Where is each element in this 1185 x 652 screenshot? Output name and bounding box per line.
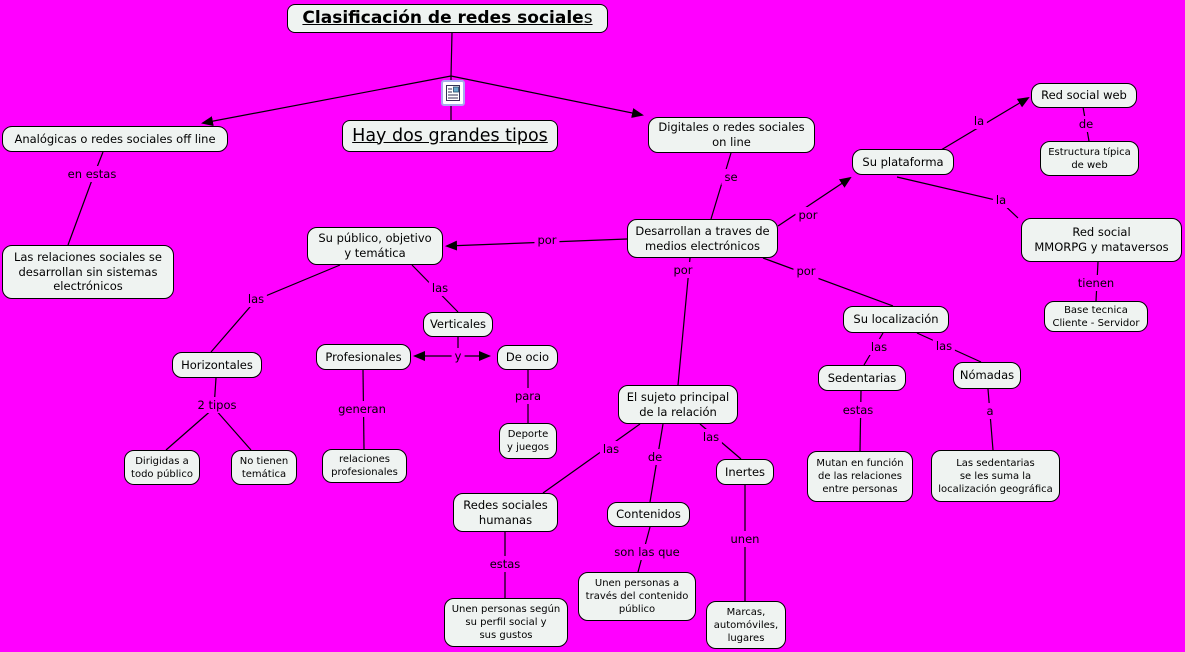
title-main-text: Clasificación de redes sociale — [302, 8, 584, 29]
edge-label-las-sedentarias[interactable]: las — [867, 339, 891, 355]
node-nomadas[interactable]: Nómadas — [953, 362, 1021, 389]
node-marcas-automoviles[interactable]: Marcas, automóviles, lugares — [706, 601, 786, 649]
node-su-plataforma[interactable]: Su plataforma — [852, 149, 954, 175]
edge-label-la-mmorpg[interactable]: la — [992, 192, 1010, 208]
edge-label-estas-humanas[interactable]: estas — [486, 556, 524, 572]
edge-label-las-verticales[interactable]: las — [428, 280, 452, 296]
edge-label-por-sujeto[interactable]: por — [670, 262, 696, 278]
node-desarrollan-medios[interactable]: Desarrollan a traves de medios electróni… — [627, 219, 778, 258]
edge-label-generan[interactable]: generan — [335, 401, 389, 417]
node-inertes[interactable]: Inertes — [716, 459, 774, 485]
resource-document-icon[interactable] — [441, 80, 465, 106]
edge-label-por-localizacion[interactable]: por — [793, 263, 819, 279]
node-unen-contenido[interactable]: Unen personas a través del contenido púb… — [578, 572, 696, 621]
edge-label-las-humanas[interactable]: las — [599, 441, 623, 457]
edge-label-2-tipos[interactable]: 2 tipos — [194, 397, 240, 413]
node-sedentarias-localizacion[interactable]: Las sedentarias se les suma la localizac… — [931, 450, 1060, 502]
node-base-tecnica[interactable]: Base tecnica Cliente - Servidor — [1044, 301, 1148, 332]
hay-dos-tipos-text: Hay dos grandes tipos — [352, 125, 548, 146]
edge-label-estas-sedentarias[interactable]: estas — [839, 402, 877, 418]
node-no-tienen-tematica[interactable]: No tienen temática — [231, 450, 297, 485]
edge-label-son-las-que[interactable]: son las que — [611, 544, 683, 560]
node-relaciones-profesionales[interactable]: relaciones profesionales — [322, 449, 407, 483]
title-suffix-text: s — [583, 8, 593, 29]
edge-label-las-nomadas[interactable]: las — [932, 338, 956, 354]
node-horizontales[interactable]: Horizontales — [172, 352, 262, 378]
node-el-sujeto-principal[interactable]: El sujeto principal de la relación — [618, 385, 738, 424]
edge-label-se[interactable]: se — [721, 169, 741, 185]
node-unen-perfil[interactable]: Unen personas según su perfil social y s… — [444, 598, 568, 647]
edge-label-para[interactable]: para — [511, 388, 545, 404]
node-su-publico-objetivo[interactable]: Su público, objetivo y temática — [307, 227, 443, 265]
node-verticales[interactable]: Verticales — [423, 312, 493, 337]
edge-label-las-inertes[interactable]: las — [699, 429, 723, 445]
node-analogicas[interactable]: Analógicas o redes sociales off line — [2, 126, 228, 152]
node-relaciones-sin-sistemas[interactable]: Las relaciones sociales se desarrollan s… — [2, 245, 174, 299]
node-red-social-web[interactable]: Red social web — [1031, 83, 1137, 108]
edge-label-y[interactable]: y — [451, 348, 465, 364]
node-sedentarias[interactable]: Sedentarias — [818, 365, 906, 391]
node-hay-dos-tipos[interactable]: Hay dos grandes tipos — [342, 120, 558, 152]
edge-label-por-plataforma[interactable]: por — [795, 207, 821, 223]
node-estructura-tipica[interactable]: Estructura típica de web — [1040, 141, 1139, 176]
edge-label-a[interactable]: a — [983, 403, 997, 419]
node-profesionales[interactable]: Profesionales — [316, 344, 411, 370]
node-mutan-relaciones[interactable]: Mutan en función de las relaciones entre… — [807, 451, 913, 502]
edge-label-de-web[interactable]: de — [1075, 116, 1097, 132]
node-redes-humanas[interactable]: Redes sociales humanas — [453, 493, 558, 532]
node-dirigidas-publico[interactable]: Dirigidas a todo público — [124, 450, 200, 485]
node-digitales[interactable]: Digitales o redes sociales on line — [648, 117, 815, 153]
edge-label-tienen[interactable]: tienen — [1074, 275, 1118, 291]
document-glyph — [446, 85, 460, 101]
edge-label-de-contenidos[interactable]: de — [644, 449, 666, 465]
node-su-localizacion[interactable]: Su localización — [843, 306, 949, 333]
node-de-ocio[interactable]: De ocio — [497, 345, 558, 370]
node-red-social-mmorpg[interactable]: Red social MMORPG y mataversos — [1021, 218, 1182, 262]
node-deporte-juegos[interactable]: Deporte y juegos — [499, 423, 557, 459]
node-contenidos[interactable]: Contenidos — [607, 502, 690, 527]
edge-label-por-publico[interactable]: por — [534, 232, 560, 248]
edge-label-unen[interactable]: unen — [727, 531, 763, 547]
edge-label-en-estas[interactable]: en estas — [64, 166, 120, 182]
edge-label-las-horizontales[interactable]: las — [244, 291, 268, 307]
edge-label-la-web[interactable]: la — [970, 113, 988, 129]
